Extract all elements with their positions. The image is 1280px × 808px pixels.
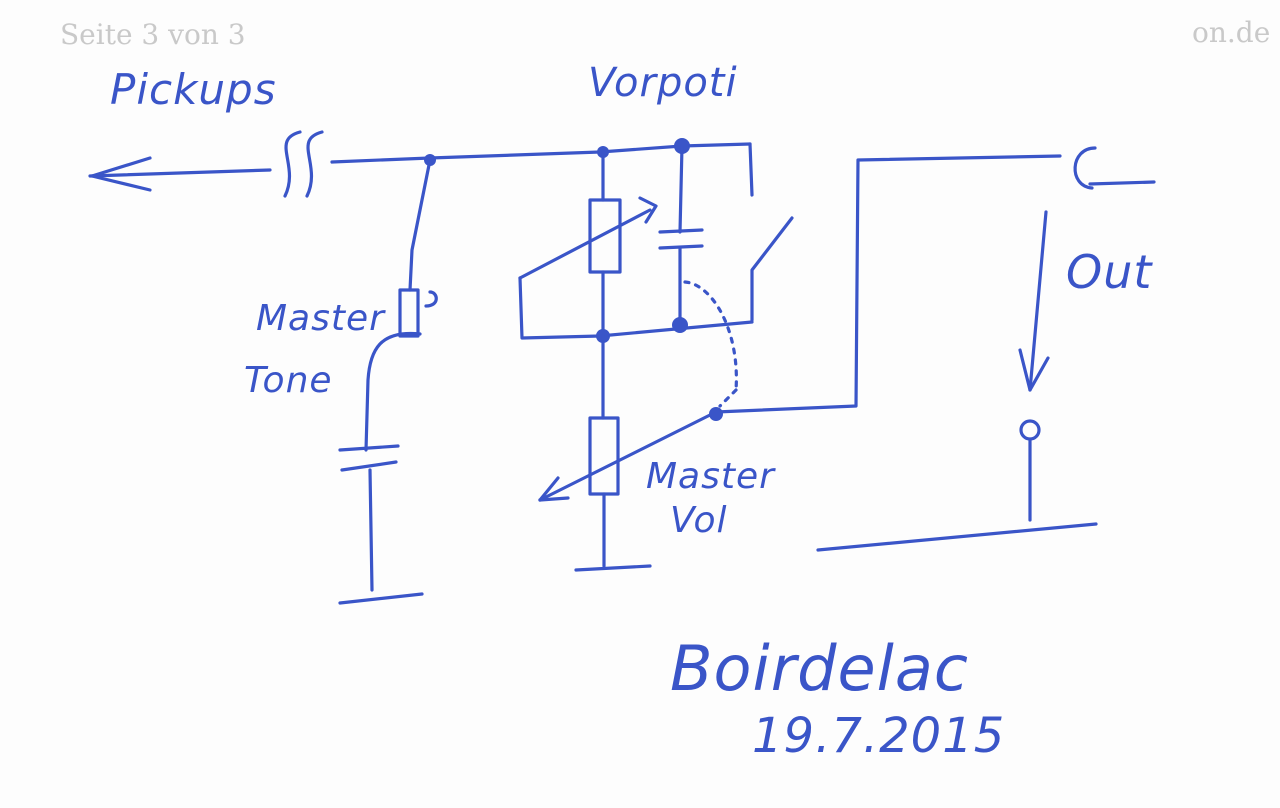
out-label: Out xyxy=(1066,245,1153,299)
signature-name: Boirdelac xyxy=(670,632,969,705)
pickups-label: Pickups xyxy=(110,65,277,114)
master-vol-pot xyxy=(588,416,620,496)
master-tone-label-line1: Master xyxy=(256,298,386,339)
pickups-arrow xyxy=(88,156,272,192)
vorpoti-label: Vorpoti xyxy=(588,60,738,106)
signature-date: 19.7.2015 xyxy=(752,708,1005,764)
master-tone-branch xyxy=(338,158,438,605)
vorpoti-section xyxy=(518,138,794,392)
master-vol-label-line2: Vol xyxy=(670,500,728,541)
bleed-through-domain: on.de xyxy=(1192,16,1270,49)
vorpoti-pot xyxy=(588,198,622,274)
master-tone-pot xyxy=(398,288,420,338)
output-jack xyxy=(816,146,1156,552)
vorpoti-cap-plate-top xyxy=(658,228,704,234)
pickups-coil-symbol xyxy=(283,130,324,198)
master-vol-label-line1: Master xyxy=(646,456,776,497)
bleed-through-page-info: Seite 3 von 3 xyxy=(60,18,246,51)
master-tone-label-line2: Tone xyxy=(244,360,333,401)
master-volume-section xyxy=(538,154,1062,572)
